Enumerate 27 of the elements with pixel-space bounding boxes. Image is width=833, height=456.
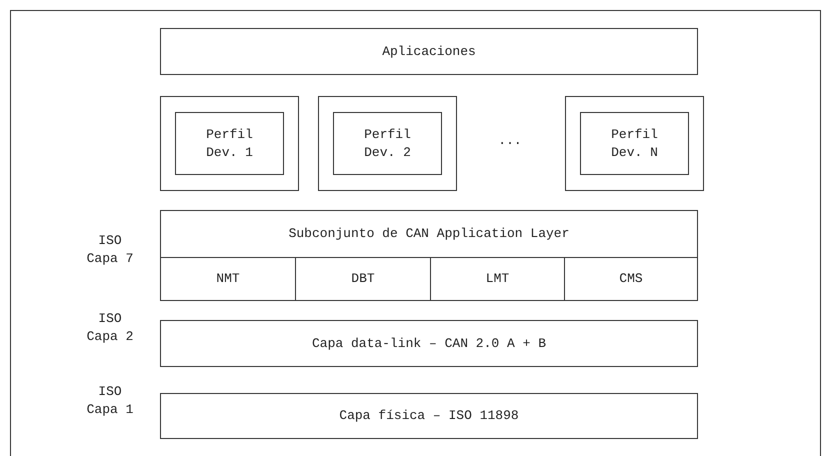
box-label: Perfil Dev. 2 [363,126,412,162]
iso-layer-label: ISO Capa 2 [86,310,134,346]
box-label: Aplicaciones [382,42,476,60]
profile-frame [160,96,299,191]
layer-box [160,210,698,258]
box-label: Subconjunto de CAN Application Layer [288,225,570,243]
layer-box [160,28,698,75]
box-label: Perfil Dev. N [610,126,659,162]
box-label: DBT [351,270,375,288]
box-label: LMT [486,270,510,288]
layer-box [333,112,442,175]
layer-box [160,320,698,367]
layer-box [564,257,698,301]
box-label: CMS [619,270,643,288]
box-label: NMT [216,270,240,288]
profile-frame [318,96,457,191]
profile-frame [565,96,704,191]
box-label: Perfil Dev. 1 [205,126,254,162]
layer-box [160,393,698,439]
box-label: Capa data-link – CAN 2.0 A + B [312,334,546,352]
iso-layer-label: ISO Capa 1 [86,383,134,418]
iso-layer-label: ISO Capa 7 [86,232,134,268]
box-label: Capa física – ISO 11898 [339,407,519,425]
layer-box [580,112,689,175]
layer-box [160,257,296,301]
ellipsis: ... [497,132,523,150]
layer-box [175,112,284,175]
